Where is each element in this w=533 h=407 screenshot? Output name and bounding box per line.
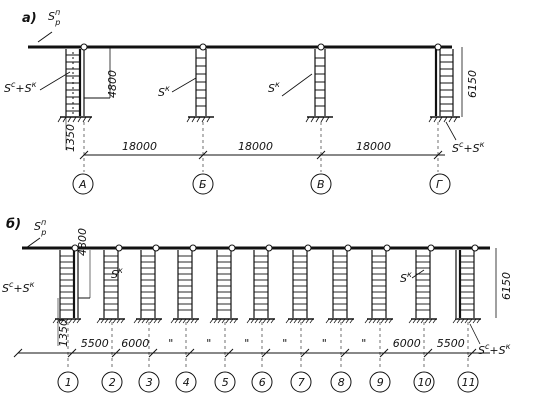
panel-b-column-3 <box>133 244 162 324</box>
panel-a-axis-bubbles: А Б В Г <box>72 173 451 195</box>
panel-b-span-tick <box>261 348 271 358</box>
panel-b-span-tick <box>300 348 310 358</box>
panel-b-span-tick <box>379 348 389 358</box>
panel-b-axis-bubble <box>290 371 312 393</box>
panel-b-column-4 <box>170 244 199 324</box>
panel-a-column-g: 6150 <box>428 43 479 123</box>
panel-a-span-2: 18000 <box>238 140 273 153</box>
panel-b-axis-bubble <box>251 371 273 393</box>
panel-b-axis-bubble <box>214 371 236 393</box>
panel-b-axis-bubble <box>457 371 479 393</box>
panel-b-span-10: 5500 <box>437 337 465 350</box>
panel-b-span-1: 5500 <box>81 337 109 350</box>
panel-a-column-a: 4800 1350 <box>57 43 119 152</box>
panel-b-span-tick <box>67 348 77 358</box>
panel-b-column-1 <box>52 244 81 324</box>
panel-b-dim-1350: 1350 <box>57 319 70 347</box>
panel-a-dim-6150: 6150 <box>466 70 479 98</box>
panel-b-spans: 5500 6000 " " " " " " 6000 5500 <box>13 337 477 358</box>
panel-b-span-8: " <box>361 337 366 350</box>
panel-b-column-8 <box>325 244 354 324</box>
panel-b-axis-2: 2 <box>109 376 116 389</box>
panel-b-axis-bubble <box>57 371 79 393</box>
panel-a-dim-1350: 1350 <box>64 124 77 152</box>
panel-b-axis-bubble <box>101 371 123 393</box>
panel-b-axis-11: 11 <box>462 376 476 389</box>
panel-b-columns <box>52 244 481 324</box>
panel-b-axis-bubble <box>369 371 391 393</box>
panel-b-span-tick <box>224 348 234 358</box>
panel-b-span-9: 6000 <box>393 337 421 350</box>
panel-a-column-v <box>305 43 333 123</box>
panel-b-label: б) <box>6 217 21 232</box>
panel-a-axis-v: В <box>317 178 325 191</box>
panel-b-dim-6150: 6150 <box>500 272 513 300</box>
panel-b-column-5 <box>209 244 238 324</box>
panel-b-column-7 <box>285 244 314 324</box>
panel-b-axis-9: 9 <box>377 376 384 389</box>
panel-a-load-label-right: Sс+Sк <box>452 140 485 155</box>
panel-b-span-tick <box>148 348 158 358</box>
panel-a-roof-leader <box>37 31 53 43</box>
panel-b-axis-4: 4 <box>183 376 190 389</box>
panel-b-axis-6: 6 <box>259 376 266 389</box>
panel-b-load-label-right: Sс+Sк <box>478 342 511 357</box>
panel-b-span-tick <box>340 348 350 358</box>
panel-b-span-4: " <box>206 337 211 350</box>
panel-b-column-10 <box>408 244 437 324</box>
panel-b-span-tick <box>467 348 477 358</box>
panel-a-axis-b: Б <box>199 178 207 191</box>
panel-b-axis-bubble <box>138 371 160 393</box>
panel-b-axis-8: 8 <box>338 376 345 389</box>
panel-b-span-6: " <box>282 337 287 350</box>
panel-a-load-label-v: Sк <box>268 80 280 95</box>
panel-b-column-6 <box>246 244 275 324</box>
panel-a-load-label-b: Sк <box>158 84 170 99</box>
panel-b-axis-5: 5 <box>222 376 229 389</box>
panel-b-axis-bubble <box>413 371 435 393</box>
panel-b-axis-bubble <box>330 371 352 393</box>
panel-a-dim-4800: 4800 <box>106 70 119 98</box>
panel-b-axis-1: 1 <box>65 376 72 389</box>
panel-a-axis-a: А <box>78 178 87 191</box>
panel-b-column-11 <box>452 244 481 324</box>
panel-a-load-label-left: Sс+Sк <box>4 80 37 95</box>
panel-b-span-5: " <box>244 337 249 350</box>
panel-b-load-label-2: Sк <box>111 266 123 281</box>
panel-b-span-2: 6000 <box>121 337 149 350</box>
panel-b-span-tick <box>423 348 433 358</box>
panel-b-axis-bubbles: 1 2 3 4 5 6 7 8 9 10 11 <box>57 322 479 393</box>
panel-b-span-tick <box>185 348 195 358</box>
panel-b-column-2 <box>96 244 125 324</box>
panel-a-span-3: 18000 <box>356 140 391 153</box>
panel-b-axis-bubble <box>175 371 197 393</box>
panel-a-axis-g: Г <box>436 178 443 191</box>
panel-b-span-tick <box>111 348 121 358</box>
panel-b-column-9 <box>364 244 393 324</box>
panel-b-span-tick <box>13 348 23 358</box>
panel-a-label: а) <box>22 11 37 26</box>
panel-a-column-b <box>186 43 214 123</box>
panel-a-span-1: 18000 <box>122 140 157 153</box>
panel-b-span-7: " <box>322 337 327 350</box>
panel-b-load-label-9: Sк <box>400 270 412 285</box>
panel-b-axis-7: 7 <box>298 376 305 389</box>
panel-b-load-label-left: Sс+Sк <box>2 280 35 295</box>
panel-b-axis-3: 3 <box>146 376 153 389</box>
panel-b-span-3: " <box>168 337 173 350</box>
panel-b-axis-10: 10 <box>418 376 432 389</box>
